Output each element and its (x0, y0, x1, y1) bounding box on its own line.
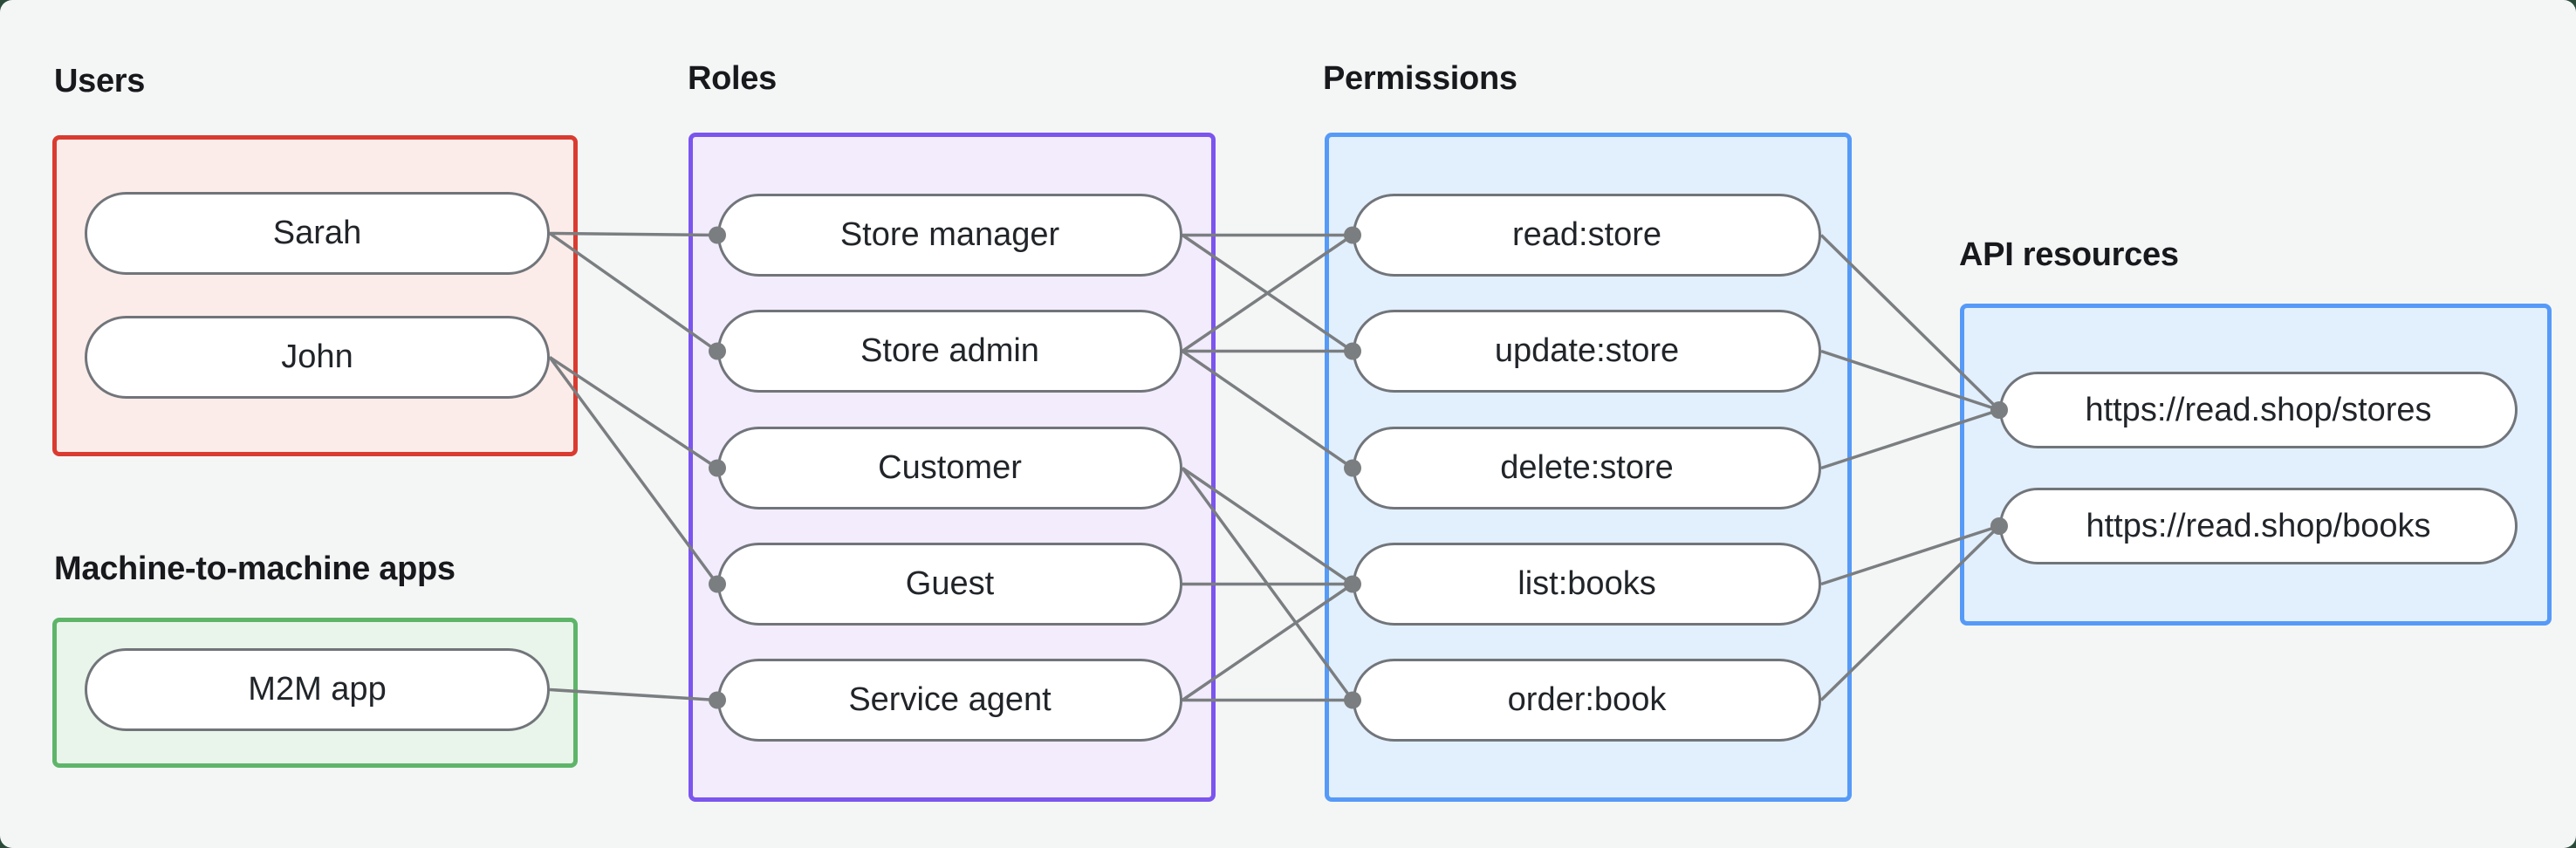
node-permission-delete-store: delete:store (1353, 427, 1821, 509)
api-resources-group-box (1960, 304, 2552, 626)
users-group-box (52, 135, 578, 456)
node-api-resource-stores: https://read.shop/stores (1999, 372, 2518, 448)
node-role-guest: Guest (717, 543, 1182, 626)
users-section-label: Users (54, 63, 146, 99)
node-permission-update-store: update:store (1353, 310, 1821, 393)
api-resources-section-label: API resources (1959, 236, 2179, 273)
node-label: https://read.shop/books (2086, 507, 2431, 544)
node-label: Sarah (272, 215, 362, 251)
node-role-store-admin: Store admin (717, 310, 1182, 393)
node-role-store-manager: Store manager (717, 194, 1182, 277)
node-role-service-agent: Service agent (717, 659, 1182, 742)
node-label: update:store (1494, 332, 1680, 369)
node-user-sarah: Sarah (85, 192, 550, 275)
node-user-john: John (85, 316, 550, 399)
node-label: M2M app (248, 671, 387, 708)
node-role-customer: Customer (717, 427, 1182, 509)
node-label: delete:store (1500, 449, 1674, 486)
node-label: Customer (878, 449, 1022, 486)
node-label: list:books (1518, 565, 1656, 602)
node-label: https://read.shop/stores (2085, 391, 2432, 428)
roles-section-label: Roles (688, 60, 777, 97)
node-permission-order-book: order:book (1353, 659, 1821, 742)
node-label: read:store (1511, 216, 1662, 253)
node-label: John (281, 339, 353, 375)
node-label: Store manager (839, 216, 1060, 253)
permissions-section-label: Permissions (1323, 60, 1518, 97)
node-permission-list-books: list:books (1353, 543, 1821, 626)
node-label: order:book (1507, 681, 1667, 718)
node-label: Store admin (860, 332, 1039, 369)
m2m-section-label: Machine-to-machine apps (54, 551, 456, 587)
node-api-resource-books: https://read.shop/books (1999, 488, 2518, 564)
node-m2m-app: M2M app (85, 648, 550, 731)
node-permission-read-store: read:store (1353, 194, 1821, 277)
node-label: Service agent (848, 681, 1052, 718)
node-label: Guest (905, 565, 995, 602)
